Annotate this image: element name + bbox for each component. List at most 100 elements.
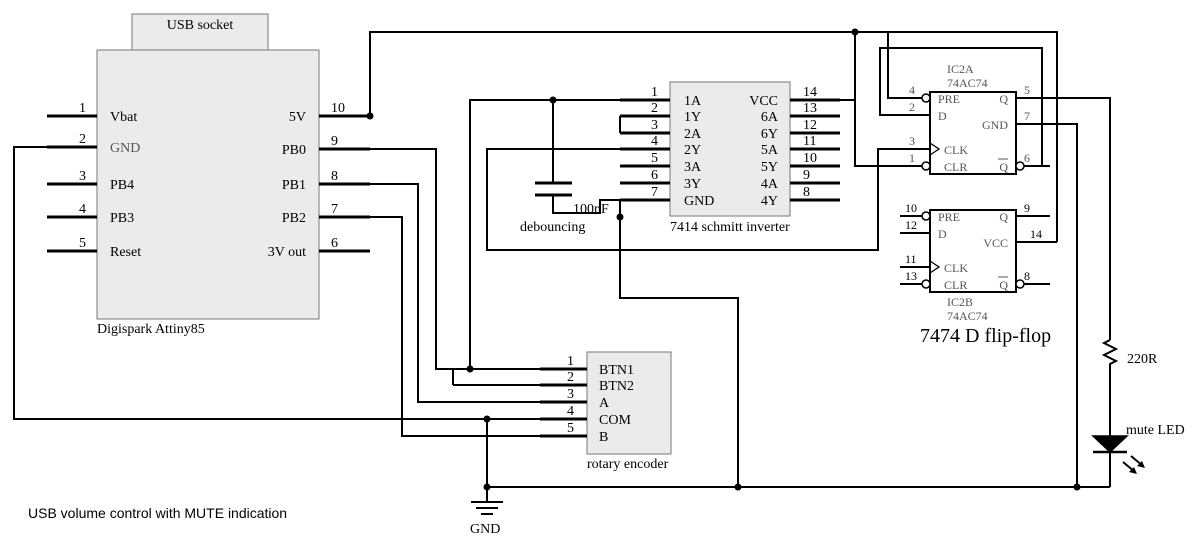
encoder-name: rotary encoder bbox=[587, 457, 669, 472]
ic2b-pin-num: 11 bbox=[905, 252, 917, 266]
ic2a-label: D bbox=[938, 109, 947, 123]
ic2a-pin-num: 3 bbox=[909, 134, 915, 148]
resistor-220r bbox=[1101, 339, 1119, 436]
led-label: mute LED bbox=[1126, 423, 1185, 438]
ic2a-pin-num: 4 bbox=[909, 83, 915, 97]
ic2a-label: Q bbox=[999, 160, 1008, 174]
schmitt-pin-label: 5Y bbox=[761, 160, 778, 175]
digispark-pin-label: PB4 bbox=[110, 178, 134, 193]
ic2b-label: Q bbox=[999, 278, 1008, 292]
ic2b-label: CLK bbox=[944, 261, 968, 275]
ic2b-pin-num: 10 bbox=[905, 201, 917, 215]
digispark-pin-num: 10 bbox=[331, 101, 345, 116]
wire-5v-clr bbox=[854, 32, 896, 167]
digispark-pin-label: Vbat bbox=[110, 110, 137, 125]
ic2a-ref: IC2A bbox=[947, 62, 974, 76]
diagram-title: USB volume control with MUTE indication bbox=[28, 505, 287, 521]
junction-dot bbox=[483, 415, 491, 423]
encoder-pin-num: 5 bbox=[567, 421, 574, 436]
wire-btn1-1a bbox=[469, 99, 620, 369]
schmitt-pin-num: 8 bbox=[803, 185, 810, 200]
digispark-pin-label: Reset bbox=[110, 245, 141, 260]
digispark-pin-num: 9 bbox=[331, 134, 338, 149]
digispark-module: USB socket Digispark Attiny85 1 2 3 4 5 … bbox=[47, 13, 370, 337]
led-triangle bbox=[1091, 435, 1129, 454]
junction-dot bbox=[466, 365, 474, 373]
digispark-name: Digispark Attiny85 bbox=[97, 322, 205, 337]
digispark-pin-num: 6 bbox=[331, 236, 338, 251]
ic2b-label: CLR bbox=[944, 278, 967, 292]
digispark-body bbox=[96, 49, 320, 320]
ic2a-qbar-bubble bbox=[1015, 161, 1025, 171]
wire-pb2-b bbox=[370, 216, 540, 437]
junction-dot bbox=[851, 28, 859, 36]
encoder-pin-num: 1 bbox=[567, 354, 574, 369]
schmitt-pin-num: 1 bbox=[651, 85, 658, 100]
junction-dot bbox=[366, 112, 374, 120]
wire-ff-gnd bbox=[1050, 123, 1078, 487]
ic2b-clr-bubble bbox=[921, 279, 931, 289]
wire-schmitt-gnd bbox=[619, 200, 739, 487]
encoder-pin-num: 3 bbox=[567, 387, 574, 402]
ic2b-part: 74AC74 bbox=[947, 309, 988, 323]
ic2a-label: CLK bbox=[944, 143, 968, 157]
ic2b-clk-triangle bbox=[929, 260, 941, 274]
wire-gnd-com bbox=[13, 146, 540, 420]
schmitt-pin-num: 3 bbox=[651, 118, 658, 133]
digispark-pin-label: PB3 bbox=[110, 211, 134, 226]
schmitt-pin-num: 4 bbox=[651, 134, 658, 149]
encoder-pin-label: COM bbox=[599, 413, 631, 428]
wire-5v-rail bbox=[369, 31, 1058, 242]
led-ray-1-head bbox=[1137, 461, 1145, 468]
schmitt-pin-num: 9 bbox=[803, 168, 810, 183]
resistor-value: 220R bbox=[1127, 352, 1158, 367]
ic2b-pin-num: 9 bbox=[1024, 201, 1030, 215]
schmitt-pin-label: 4A bbox=[761, 177, 779, 192]
debounce-capacitor: 100nF debouncing bbox=[520, 100, 620, 235]
led-ray-2-head bbox=[1129, 467, 1137, 474]
schmitt-inverter-name: 7414 schmitt inverter bbox=[670, 220, 790, 235]
schmitt-pin-label: VCC bbox=[749, 94, 778, 109]
wire-5v-pre bbox=[887, 32, 896, 99]
usb-socket-label: USB socket bbox=[167, 18, 234, 33]
ic2a-label: Q bbox=[999, 92, 1008, 106]
junction-dot bbox=[734, 483, 742, 491]
digispark-pin-num: 5 bbox=[79, 236, 86, 251]
ground-symbol bbox=[471, 501, 503, 515]
capacitor-note: debouncing bbox=[520, 220, 585, 235]
schmitt-pin-num: 10 bbox=[803, 151, 817, 166]
digispark-pin-label: GND bbox=[110, 141, 140, 156]
ic2a-pin-num: 1 bbox=[909, 151, 915, 165]
schmitt-pin-num: 7 bbox=[651, 185, 658, 200]
digispark-pin-label: PB2 bbox=[282, 211, 306, 226]
schmitt-pin-label: 1A bbox=[684, 94, 702, 109]
ic2b-pin-num: 14 bbox=[1030, 227, 1042, 241]
schmitt-pin-label: GND bbox=[684, 194, 714, 209]
encoder-pin-label: BTN2 bbox=[599, 379, 634, 394]
ic2a-body bbox=[929, 91, 1017, 175]
digispark-pin-num: 1 bbox=[79, 101, 86, 116]
encoder-pin-label: A bbox=[599, 396, 610, 411]
ic2b-label: PRE bbox=[938, 210, 960, 224]
schmitt-pin-num: 13 bbox=[803, 101, 817, 116]
ic2a-clk-triangle bbox=[929, 142, 941, 156]
wire-pb1-a bbox=[370, 183, 540, 403]
digispark-pin-label: PB1 bbox=[282, 178, 306, 193]
junction-dot bbox=[1073, 483, 1081, 491]
ic2a-pin-num: 5 bbox=[1024, 83, 1030, 97]
schmitt-pin-num: 2 bbox=[651, 101, 658, 116]
ic2b-label: D bbox=[938, 227, 947, 241]
capacitor-value: 100nF bbox=[573, 202, 609, 217]
ic2a-part: 74AC74 bbox=[947, 76, 988, 90]
digispark-pin-label: 3V out bbox=[268, 245, 306, 260]
digispark-pin-num: 3 bbox=[79, 169, 86, 184]
ic2b-ref: IC2B bbox=[947, 295, 973, 309]
schmitt-pin-num: 12 bbox=[803, 118, 817, 133]
flipflop-ic2a: IC2A 74AC74 4 2 3 1 5 7 6 PRE D CLK CLR … bbox=[896, 62, 1050, 175]
schmitt-pin-label: 2A bbox=[684, 127, 702, 142]
encoder-pin-num: 2 bbox=[567, 370, 574, 385]
rotary-encoder: rotary encoder 1 2 3 4 5 BTN1 BTN2 A COM… bbox=[540, 351, 672, 472]
schmitt-pin-num: 6 bbox=[651, 168, 658, 183]
schmitt-pin-label: 5A bbox=[761, 143, 779, 158]
schmitt-pin-num: 5 bbox=[651, 151, 658, 166]
